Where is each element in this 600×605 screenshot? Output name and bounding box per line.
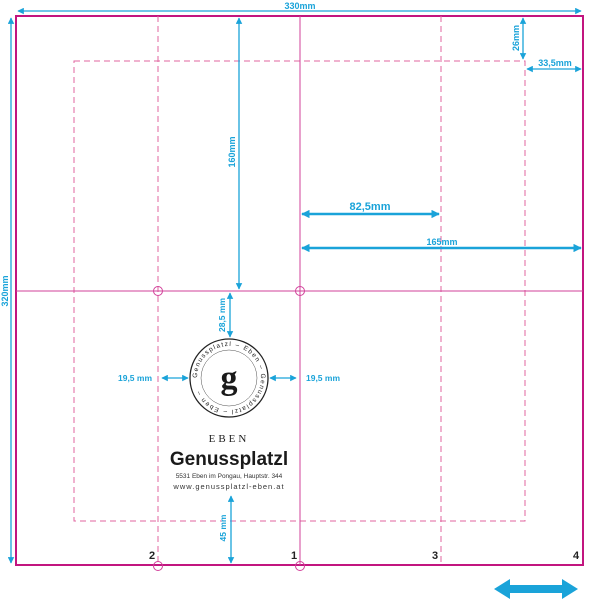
dimension-top-margin-label: 26mm <box>511 25 521 51</box>
panel-number-2: 2 <box>149 550 155 562</box>
brand-place: EBEN <box>209 433 250 445</box>
registration-mark-left-mid <box>153 286 163 296</box>
dimension-logo-right-gap-label: 19,5 mm <box>306 373 340 383</box>
dimension-half-width-label: 165mm <box>426 237 457 247</box>
dimension-upper-height-label: 160mm <box>227 136 237 167</box>
registration-mark-center-bottom <box>295 561 305 571</box>
dimension-right-margin-label: 33,5mm <box>538 58 572 68</box>
dimension-quarter-width-label: 82,5mm <box>350 201 391 213</box>
registration-mark-left-bottom <box>153 561 163 571</box>
double-arrow-icon <box>494 579 578 599</box>
panel-number-1: 1 <box>291 550 297 562</box>
dimension-width-total-label: 330mm <box>284 1 315 11</box>
dimension-bottom-gap-label: 45 mm <box>218 514 228 541</box>
dimension-logo-left-gap-label: 19,5 mm <box>118 373 152 383</box>
brand-name: Genussplatzl <box>170 449 288 470</box>
brand-website: www.genussplatzl-eben.at <box>172 482 284 491</box>
brand-address: 5531 Eben im Pongau, Hauptstr. 344 <box>176 473 283 480</box>
panel-number-3: 3 <box>432 550 438 562</box>
panel-number-4: 4 <box>573 550 580 562</box>
registration-mark-center <box>295 286 305 296</box>
dimension-logo-top-gap-label: 28,5 mm <box>217 298 227 332</box>
seal-monogram-glyph: g <box>221 360 238 397</box>
g-monogram-seal-icon: Genussplatzl – Eben – Genussplatzl – Ebe… <box>189 338 269 418</box>
dimension-height-total-label: 320mm <box>0 275 10 306</box>
